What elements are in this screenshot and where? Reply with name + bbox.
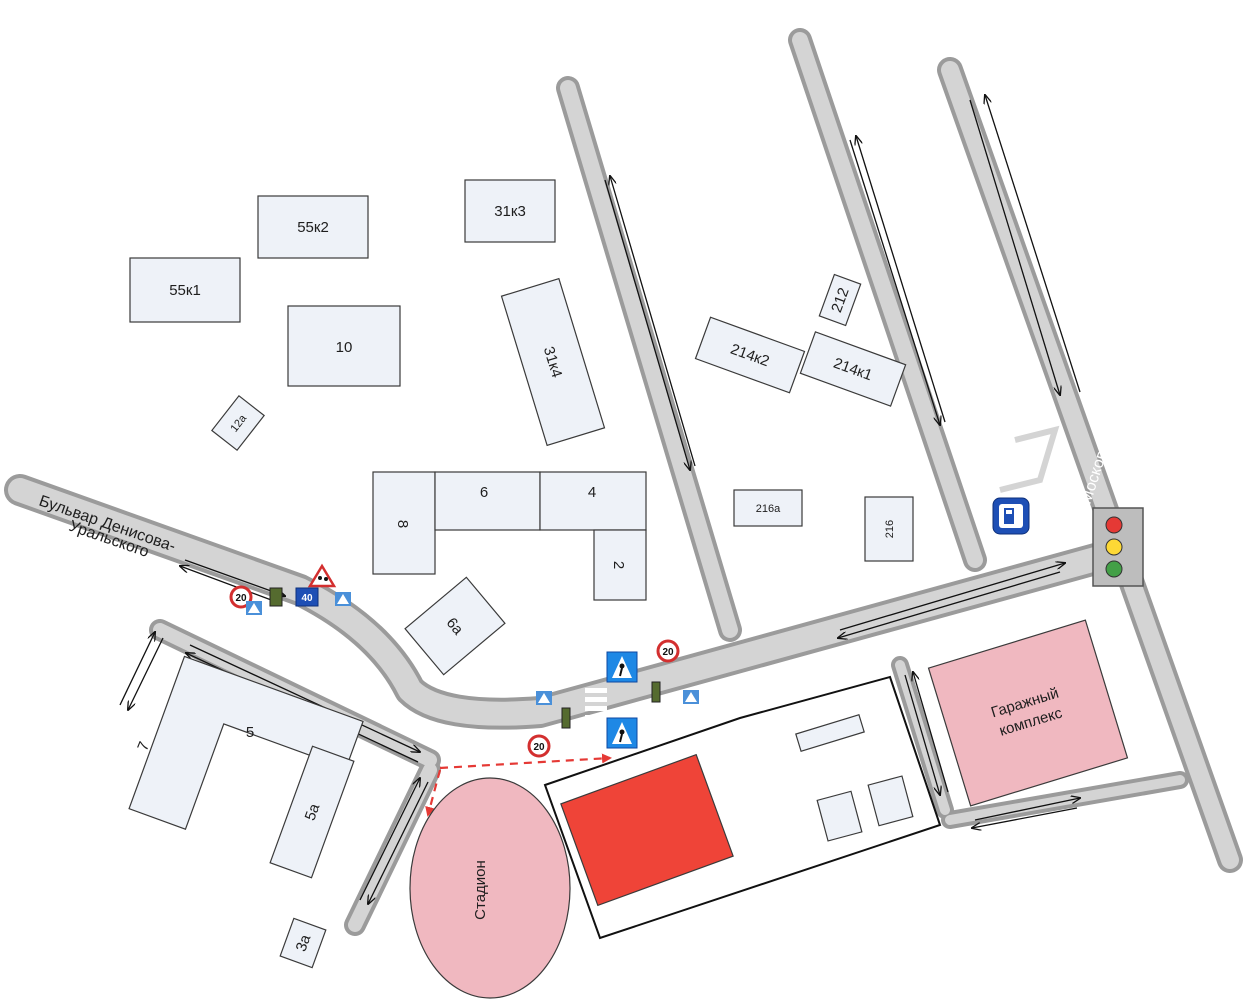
building-5a	[269, 745, 355, 879]
building-55k2	[257, 195, 369, 259]
arrow-up-small	[119, 632, 155, 706]
label-8: 8	[394, 520, 411, 528]
arrow-right-lower	[189, 644, 420, 752]
speed-40-sign: 40	[295, 587, 319, 607]
building-6	[434, 471, 541, 531]
pedestrian-triangle-icon-2	[335, 592, 351, 606]
small-building-1	[795, 713, 865, 753]
garage-complex	[927, 619, 1129, 807]
label-3a: 3а	[293, 932, 315, 954]
speed-limit-sign-2: 20	[656, 639, 680, 663]
sports-field	[560, 753, 734, 907]
label-stadium: Стадион	[472, 860, 489, 920]
arrow-left-main	[838, 571, 1061, 638]
speed-bump-3	[651, 681, 661, 703]
building-216	[864, 496, 914, 562]
arrow-up-moskovskaya	[985, 95, 1081, 393]
label-2: 2	[610, 561, 627, 569]
pedestrian-triangle-icon-4	[683, 690, 699, 704]
stadium	[409, 777, 571, 999]
building-212	[818, 273, 862, 327]
arrow-down-small	[128, 637, 164, 710]
crosswalk-sign-icon-1	[606, 651, 638, 683]
children-warning-icon	[307, 563, 337, 588]
speed-bump-1	[269, 587, 283, 607]
arrow-left-bulvar	[180, 566, 283, 605]
arrow-up-garage	[913, 672, 949, 793]
gas-station-icon	[992, 497, 1030, 535]
arrow-right-main	[839, 563, 1065, 631]
crosswalk	[585, 688, 607, 729]
arrow-up-left-road	[610, 176, 696, 467]
building-214k1	[799, 331, 907, 407]
label-216: 216	[884, 520, 896, 538]
small-building-2	[816, 790, 863, 842]
label-55k1: 55к1	[169, 282, 201, 299]
arrow-down-mid-road	[849, 139, 940, 425]
road-signs: 20 20 20 40	[229, 497, 1144, 758]
label-216a: 216а	[756, 503, 781, 515]
building-214k2	[694, 316, 806, 394]
label-55k2: 55к2	[297, 219, 329, 236]
arrow-right-garage	[974, 798, 1080, 821]
building-4	[539, 471, 647, 531]
label-6: 6	[480, 484, 488, 501]
building-31k3	[464, 179, 556, 243]
building-3a	[279, 917, 327, 969]
building-6a	[404, 576, 506, 676]
arrow-down-garage	[904, 674, 940, 795]
building-31k4	[500, 277, 606, 447]
speed-limit-sign-3: 20	[527, 734, 551, 758]
arrow-down-stadium	[368, 781, 429, 904]
svg-text:40: 40	[301, 593, 313, 604]
label-5a: 5а	[302, 801, 324, 823]
svg-text:20: 20	[235, 593, 247, 604]
label-4: 4	[588, 484, 596, 501]
label-5: 5	[246, 724, 254, 741]
pedestrian-triangle-icon-3	[536, 691, 552, 705]
building-10	[287, 305, 401, 387]
arrow-right-bulvar	[184, 559, 285, 596]
arrow-up-stadium	[359, 778, 420, 901]
traffic-light-icon	[1092, 507, 1144, 587]
label-10: 10	[336, 339, 353, 356]
svg-text:20: 20	[533, 742, 545, 753]
route-path	[425, 753, 612, 817]
label-31k3: 31к3	[494, 203, 526, 220]
svg-text:20: 20	[662, 647, 674, 658]
arrow-down-moskovskaya	[969, 99, 1060, 395]
crosswalk-sign-icon-2	[606, 717, 638, 749]
building-216a	[733, 489, 803, 527]
building-55k1	[129, 257, 241, 323]
building-12a	[211, 394, 265, 452]
building-5-7	[128, 655, 364, 830]
arrow-up-mid-road	[856, 136, 946, 423]
buildings: 55к2 31к3 55к1 10 31к4 212 214к2 214к1 1…	[128, 179, 1129, 999]
small-building-3	[867, 775, 914, 827]
label-7: 7	[134, 739, 153, 753]
speed-bump-2	[561, 707, 571, 729]
arrow-left-garage	[972, 807, 1078, 828]
building-2	[593, 529, 647, 601]
building-8	[372, 471, 436, 575]
pedestrian-triangle-icon-1	[246, 601, 262, 615]
arrow-down-left-road	[604, 179, 690, 470]
